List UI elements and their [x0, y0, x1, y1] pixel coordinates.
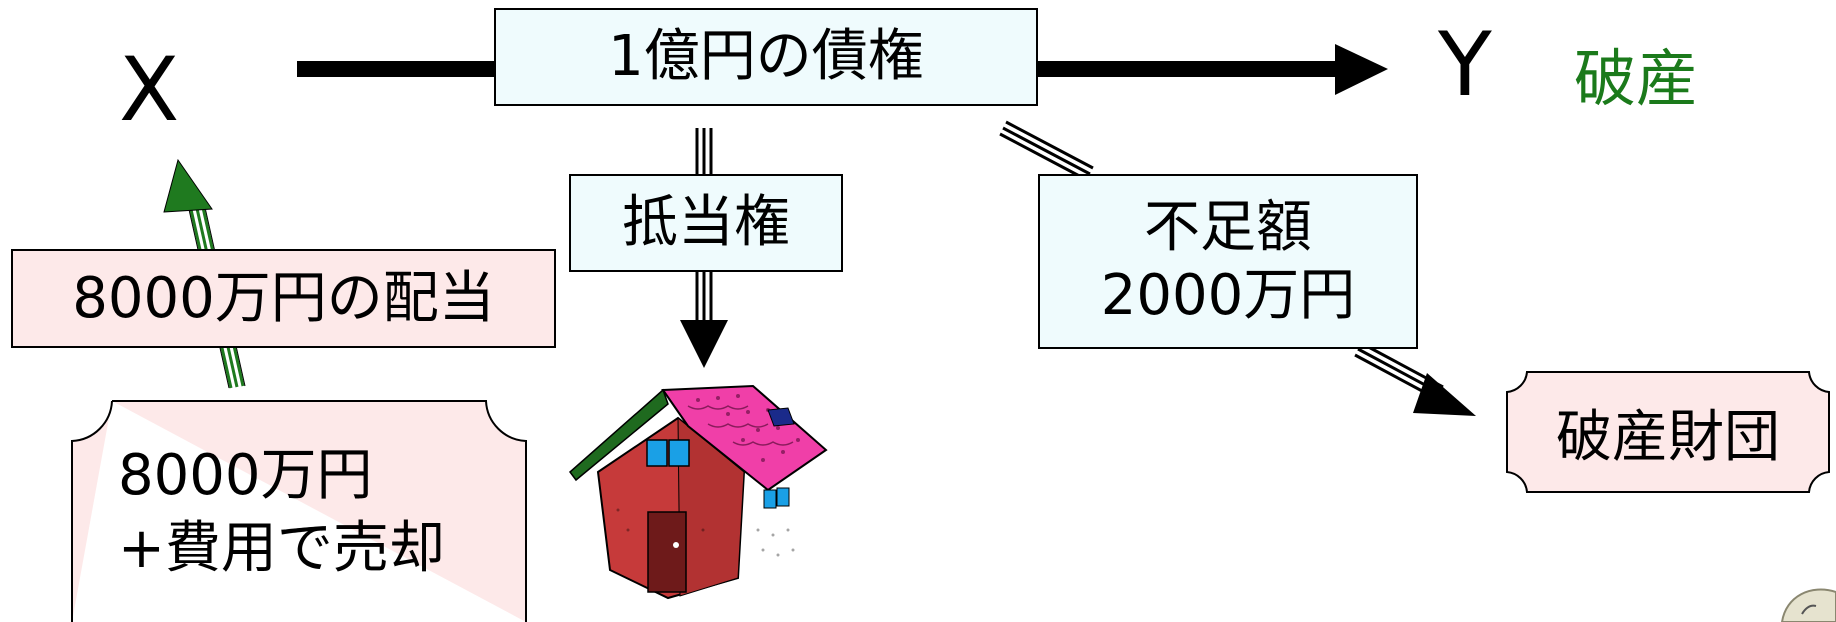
party-y-label: Y: [1438, 13, 1492, 116]
shortfall-title: 不足額: [1144, 195, 1312, 261]
estate-box: 破産財団: [1556, 404, 1780, 470]
house-icon: [568, 384, 828, 600]
sale-note: +費用で売却: [118, 515, 445, 581]
page-curl-icon[interactable]: [1776, 584, 1836, 622]
mortgage-box: 抵当権: [569, 174, 843, 272]
shortfall-amount: 2000万円: [1100, 262, 1356, 328]
sale-price: 8000万円: [118, 443, 373, 508]
mortgage-connector: [695, 128, 713, 174]
shortfall-box: 不足額 2000万円: [1038, 174, 1418, 349]
dividend-box: 8000万円の配当: [11, 249, 556, 348]
house-arrow: [680, 272, 728, 368]
sale-box: 8000万円 +費用で売却: [118, 440, 445, 586]
sale-box-frame: [71, 400, 527, 622]
bankruptcy-label: 破産: [1574, 42, 1699, 115]
claim-box: 1億円の債権: [494, 8, 1038, 106]
party-x-label: X: [119, 38, 180, 141]
estate-box-frame: [1506, 371, 1830, 493]
estate-arrow: [999, 120, 1476, 416]
